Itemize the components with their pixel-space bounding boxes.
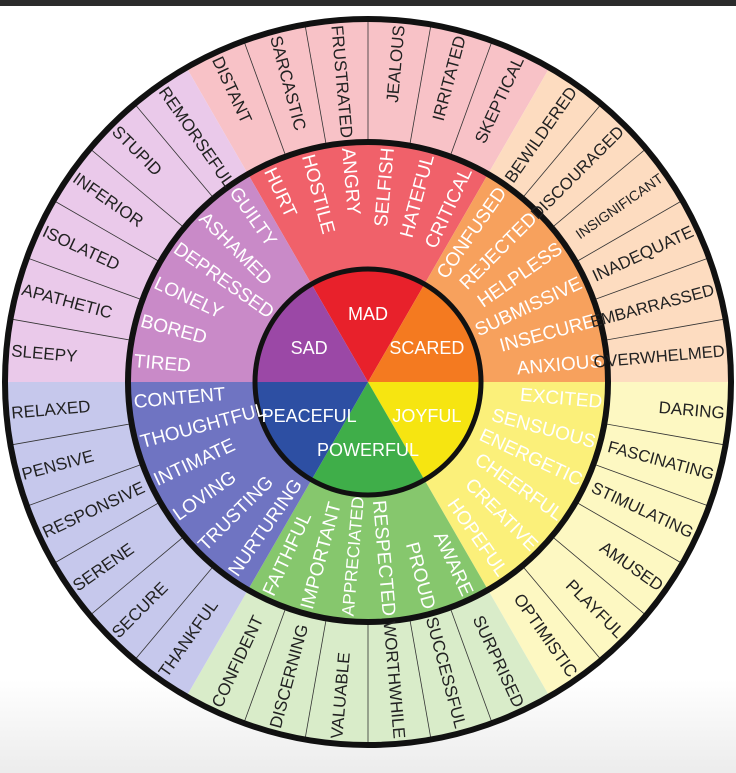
outer-divider [595, 258, 708, 300]
middle-segment-powerful [248, 479, 488, 622]
core-label-joyful: JOYFUL [392, 406, 461, 426]
divider-lines [12, 21, 724, 743]
middle-label: TIRED [133, 351, 192, 377]
outer-segment-scared [488, 67, 731, 382]
outer-divider [244, 609, 286, 722]
outer-divider [304, 26, 327, 144]
outer-divider [606, 318, 724, 341]
outer-divider [55, 201, 159, 262]
outer-divider [91, 537, 183, 615]
outer-divider [28, 258, 141, 300]
core-label-powerful: POWERFUL [317, 440, 419, 460]
outer-segment-joyful [488, 382, 731, 697]
outer-ring-outline [2, 16, 734, 748]
outer-divider [523, 105, 601, 197]
ring-outlines [2, 16, 734, 748]
core-segment-mad [311, 269, 425, 382]
outer-divider [595, 464, 708, 506]
outer-divider [55, 502, 159, 563]
middle-ring-outline [125, 139, 611, 625]
outer-divider [409, 620, 432, 738]
outer-divider [91, 149, 183, 227]
outer-divider [523, 567, 601, 659]
core-segment-powerful [311, 382, 425, 495]
outer-divider [135, 567, 213, 659]
outer-divider [450, 609, 492, 722]
outer-divider [553, 149, 645, 227]
middle-segment-mad [248, 141, 488, 285]
outer-divider [450, 42, 492, 155]
outer-divider [28, 464, 141, 506]
top-bar [0, 0, 736, 6]
outer-divider [577, 201, 681, 262]
outer-divider [577, 502, 681, 563]
outer-ring-fills [5, 18, 731, 745]
outer-segment-peaceful [5, 382, 248, 697]
outer-divider [12, 423, 130, 446]
outer-divider [304, 620, 327, 738]
outer-divider [553, 537, 645, 615]
outer-divider [135, 105, 213, 197]
outer-divider [409, 26, 432, 144]
outer-divider [12, 318, 130, 341]
core-ring-outline [252, 266, 484, 498]
outer-segment-sad [5, 67, 248, 382]
core-label-mad: MAD [348, 304, 388, 324]
outer-divider [606, 423, 724, 446]
core-label-peaceful: PEACEFUL [262, 406, 357, 426]
outer-divider [244, 42, 286, 155]
core-label-scared: SCARED [389, 338, 464, 358]
core-label-sad: SAD [291, 338, 328, 358]
